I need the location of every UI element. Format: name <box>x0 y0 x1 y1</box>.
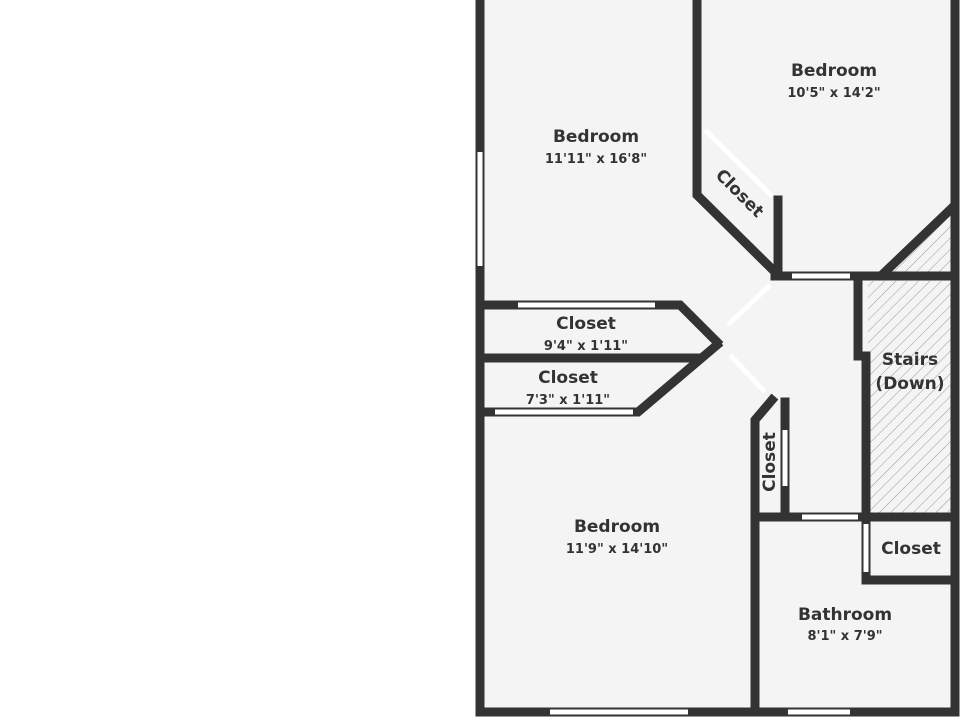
room-closet-2: Closet 7'3" x 1'11" <box>526 368 610 408</box>
room-label: Closet <box>760 432 780 492</box>
room-label: Stairs <box>882 350 938 370</box>
room-bathroom: Bathroom 8'1" x 7'9" <box>798 605 892 644</box>
room-bedroom-3: Bedroom 11'9" x 14'10" <box>566 517 668 557</box>
room-dimensions: 10'5" x 14'2" <box>787 86 880 101</box>
room-label: Bedroom <box>791 61 877 81</box>
room-label-sub: (Down) <box>875 374 944 394</box>
room-closet-hall: Closet <box>760 432 780 492</box>
room-dimensions: 8'1" x 7'9" <box>807 629 882 644</box>
room-label: Bedroom <box>553 127 639 147</box>
room-dimensions: 11'9" x 14'10" <box>566 542 668 557</box>
room-bedroom-2: Bedroom 10'5" x 14'2" <box>787 61 880 101</box>
room-closet-1: Closet 9'4" x 1'11" <box>544 314 628 354</box>
room-label: Bathroom <box>798 605 892 625</box>
room-dimensions: 9'4" x 1'11" <box>544 339 628 354</box>
room-dimensions: 11'11" x 16'8" <box>545 152 647 167</box>
room-label: Closet <box>881 539 941 559</box>
room-closet-bath: Closet <box>881 539 941 559</box>
stairs-hatch <box>868 281 952 513</box>
room-bedroom-1: Bedroom 11'11" x 16'8" <box>545 127 647 167</box>
room-label: Bedroom <box>574 517 660 537</box>
stairs-down: Stairs (Down) <box>875 350 944 394</box>
room-dimensions: 7'3" x 1'11" <box>526 393 610 408</box>
openings <box>477 128 869 715</box>
room-label: Closet <box>538 368 598 388</box>
room-label: Closet <box>556 314 616 334</box>
